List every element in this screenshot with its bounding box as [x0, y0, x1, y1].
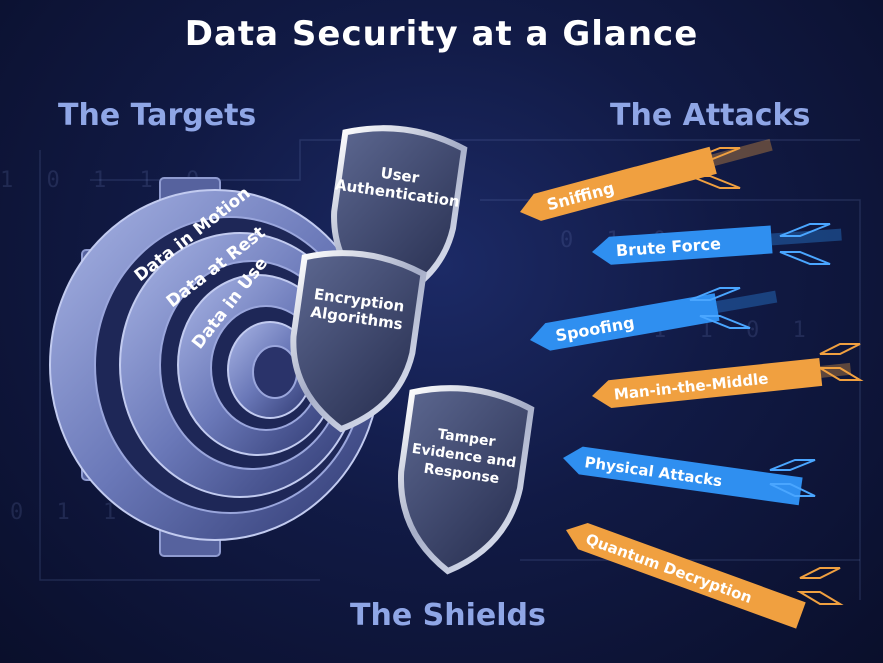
shield-tamper-evidence: Tamper Evidence and Response — [398, 385, 535, 575]
arrow-fletching-icon — [816, 343, 864, 381]
page-title: Data Security at a Glance — [184, 14, 699, 54]
fletching-icons — [689, 147, 864, 605]
attack-arrow-sniffing: Sniffing — [520, 138, 773, 221]
arrow-fletching-icon — [689, 147, 741, 189]
attacks-heading: The Attacks — [610, 98, 811, 133]
attack-arrow-brute-force: Brute Force — [592, 225, 842, 265]
attack-arrow-quantum: Quantum Decryption — [566, 523, 806, 629]
attack-arrow-spoofing: Spoofing — [530, 290, 778, 351]
arrow-fletching-icon — [689, 287, 751, 329]
shield-text-line: User — [379, 164, 420, 187]
attack-arrow-physical: Physical Attacks — [563, 446, 803, 506]
shields-heading: The Shields — [350, 598, 546, 633]
attack-label: Quantum Decryption — [583, 530, 754, 607]
arrow-fletching-icon — [779, 223, 831, 265]
arrow-fletching-icon — [796, 567, 844, 605]
shield-encryption-algorithms: Encryption Algorithms — [290, 250, 427, 433]
targets-heading: The Targets — [58, 98, 257, 133]
arrow-fletching-icon — [769, 459, 816, 497]
attack-arrow-mitm: Man-in-the-Middle — [592, 358, 852, 409]
